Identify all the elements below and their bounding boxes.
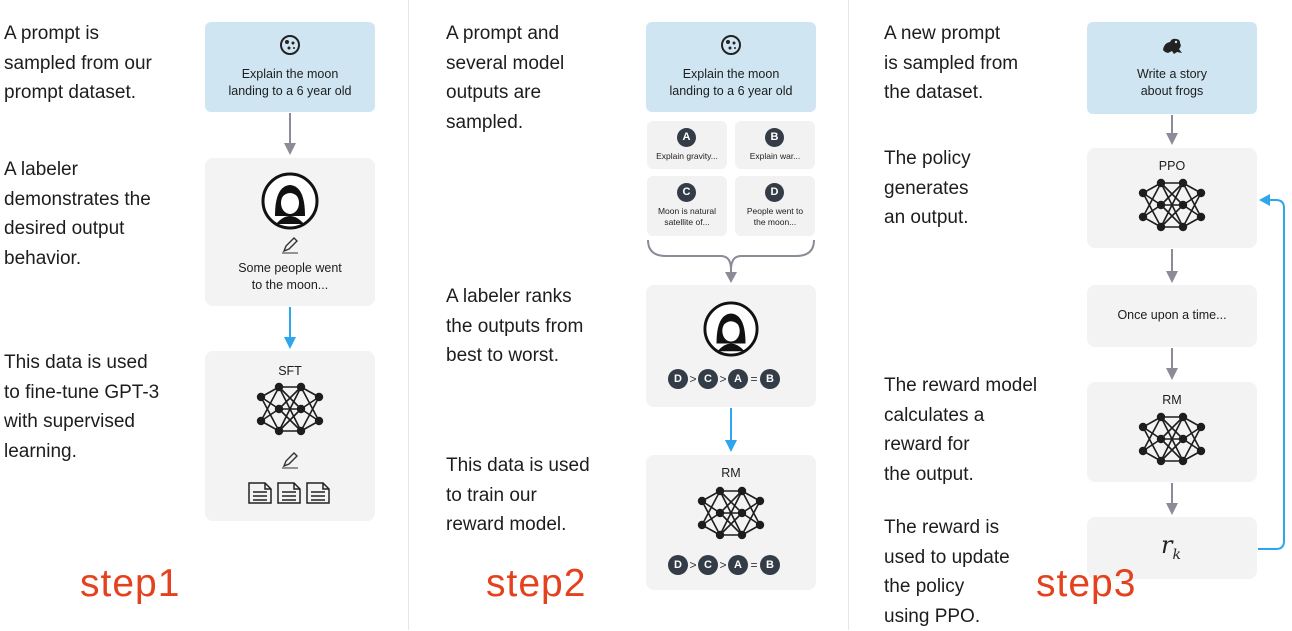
step2-text-ranks: A labeler ranks the outputs from best to… (446, 286, 584, 366)
output-letter: C (677, 183, 696, 202)
step2-prompt-box: Explain the moon landing to a 6 year old (646, 22, 816, 112)
step1-text-labeler: A labeler demonstrates the desired outpu… (4, 159, 151, 269)
step3-text-policy: The policy generates an output. (884, 148, 971, 228)
step2-arrow-blue (725, 408, 737, 452)
rank-letter: D (668, 555, 688, 575)
output-card-c: C Moon is natural satellite of... (647, 176, 727, 236)
ranking-row: D > C > A = B (668, 555, 794, 575)
labeler-avatar-icon (261, 172, 319, 230)
ranking-row: D > C > A = B (668, 369, 794, 389)
rank-op: = (750, 558, 758, 572)
neural-network-icon (697, 486, 765, 540)
rank-op: > (689, 558, 697, 572)
step3-output-box: Once upon a time... (1087, 285, 1257, 347)
step2-prompt-text: Explain the moon landing to a 6 year old (669, 67, 793, 98)
step3-text-update: The reward is used to update the policy … (884, 517, 1010, 627)
output-card-b: B Explain war... (735, 121, 815, 169)
labeler-avatar-icon (703, 301, 759, 357)
moon-icon (721, 35, 741, 55)
step3-text-reward-model: The reward model calculates a reward for… (884, 375, 1038, 485)
step3-policy-label: PPO (1158, 159, 1186, 173)
pencil-icon (282, 452, 298, 469)
step3-arrow-4 (1166, 483, 1178, 515)
reward-subscript: k (1172, 546, 1181, 563)
rank-letter: B (760, 369, 780, 389)
step1-text-prompt: A prompt is sampled from our prompt data… (4, 23, 152, 103)
step3-arrow-1 (1166, 115, 1178, 145)
reward-symbol: r (1161, 531, 1173, 559)
panel-divider-2 (848, 0, 849, 630)
rank-letter: C (698, 555, 718, 575)
step1-sft-box: SFT (205, 351, 375, 521)
step3-reward-box: rk (1087, 517, 1257, 579)
document-icon (248, 482, 330, 504)
rank-letter: A (728, 555, 748, 575)
output-text: Explain gravity... (656, 151, 718, 161)
output-text: People went to the moon... (746, 206, 804, 227)
step1-label: step1 (80, 562, 181, 605)
rank-op: = (750, 372, 758, 386)
output-card-d: D People went to the moon... (735, 176, 815, 236)
output-letter: A (677, 128, 696, 147)
step3-model-label: RM (1162, 393, 1182, 407)
step3-arrow-2 (1166, 249, 1178, 283)
step2-text-sampled: A prompt and several model outputs are s… (446, 23, 565, 133)
step3-rm-box: RM (1087, 382, 1257, 482)
output-text: Explain war... (749, 151, 801, 161)
output-letter: B (765, 128, 784, 147)
step2-rank-box: D > C > A = B (646, 285, 816, 407)
step1-prompt-box: Explain the moon landing to a 6 year old (205, 22, 375, 112)
rank-letter: D (668, 369, 688, 389)
feedback-arrow (1258, 194, 1285, 550)
step3-text-new-prompt: A new prompt is sampled from the dataset… (884, 23, 1019, 103)
output-card-a: A Explain gravity... (647, 121, 727, 169)
step3-arrow-3 (1166, 348, 1178, 380)
step3-label: step3 (1036, 562, 1137, 605)
step1-prompt-text: Explain the moon landing to a 6 year old (228, 67, 352, 98)
rank-op: > (719, 372, 727, 386)
frog-icon (1163, 38, 1182, 54)
rank-letter: C (698, 369, 718, 389)
rank-letter: B (760, 555, 780, 575)
rank-op: > (719, 558, 727, 572)
outputs-brace (647, 239, 815, 283)
reward-value: rk (1161, 531, 1181, 569)
step2-text-train: This data is used to train our reward mo… (446, 455, 590, 535)
moon-icon (280, 35, 300, 55)
rank-op: > (689, 372, 697, 386)
step2-label: step2 (486, 562, 587, 605)
step1-text-finetune: This data is used to fine-tune GPT-3 wit… (4, 352, 160, 462)
step3-output-text: Once upon a time... (1117, 308, 1227, 322)
step1-model-label: SFT (278, 364, 302, 378)
step1-demo-text: Some people went to the moon... (238, 261, 342, 292)
neural-network-icon (1138, 178, 1206, 232)
step1-demo-box: Some people went to the moon... (205, 158, 375, 306)
rank-letter: A (728, 369, 748, 389)
step3-prompt-text: Write a story about frogs (1137, 67, 1207, 98)
neural-network-icon (1138, 412, 1206, 466)
panel-divider-1 (408, 0, 409, 630)
step1-arrow-2 (284, 307, 296, 349)
step2-rm-box: RM D > C > A = B (646, 455, 816, 590)
output-letter: D (765, 183, 784, 202)
step3-ppo-box: PPO (1087, 148, 1257, 248)
neural-network-icon (256, 382, 324, 436)
pencil-icon (282, 237, 298, 254)
step1-arrow-1 (284, 113, 296, 155)
output-text: Moon is natural satellite of... (657, 206, 717, 227)
step2-model-label: RM (721, 466, 741, 480)
step3-prompt-box: Write a story about frogs (1087, 22, 1257, 114)
